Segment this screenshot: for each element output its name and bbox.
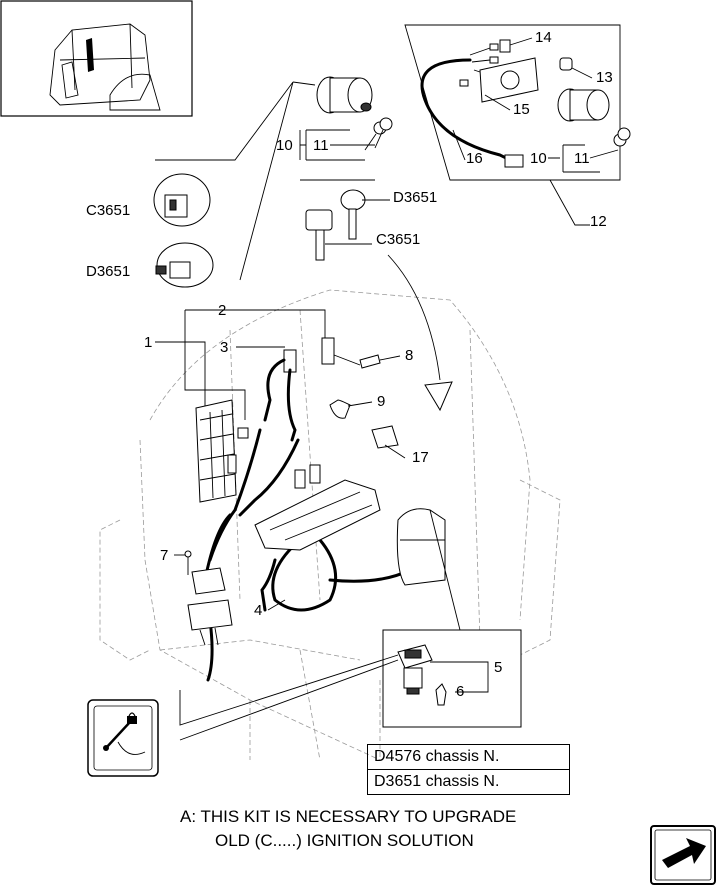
key-pair-top bbox=[364, 117, 393, 151]
key-c3651: C3651 bbox=[305, 209, 420, 261]
chassis-table: D4576 chassis N. D3651 chassis N. bbox=[367, 744, 570, 795]
callout-8: 8 bbox=[405, 347, 413, 364]
key-d3651: D3651 bbox=[340, 189, 437, 240]
switch-d3651: D3651 bbox=[86, 242, 214, 288]
callout-10-top: 10 bbox=[276, 137, 293, 154]
callout-2: 2 bbox=[218, 302, 226, 319]
bulb-8: 8 bbox=[359, 347, 413, 369]
label-d3651-switch: D3651 bbox=[86, 263, 130, 280]
callout-14: 14 bbox=[535, 29, 552, 46]
callout-6: 6 bbox=[456, 683, 464, 700]
callout-3: 3 bbox=[220, 339, 228, 356]
padlock-key-symbol-icon bbox=[103, 712, 146, 755]
callout-5: 5 bbox=[494, 659, 502, 676]
callout-10-11-top: 10 11 bbox=[276, 129, 375, 161]
label-d3651-key: D3651 bbox=[393, 189, 437, 206]
chassis-row-d4576: D4576 chassis N. bbox=[367, 744, 570, 770]
label-c3651-switch: C3651 bbox=[86, 202, 130, 219]
clip-9: 9 bbox=[329, 393, 385, 419]
connector-strip-2 bbox=[321, 337, 361, 366]
switch-module bbox=[187, 567, 233, 646]
tractor-thumbnail-box bbox=[0, 0, 193, 117]
note-line-1: A: THIS KIT IS NECESSARY TO UPGRADE bbox=[180, 807, 517, 826]
callout-4: 4 bbox=[254, 602, 262, 619]
callout-15: 15 bbox=[513, 101, 530, 118]
washer-tank bbox=[396, 508, 461, 631]
padlock-symbol-box bbox=[87, 699, 159, 777]
callout-17: 17 bbox=[412, 449, 429, 466]
fuse-box-1 bbox=[195, 399, 249, 503]
callout-9: 9 bbox=[377, 393, 385, 410]
callout-7: 7 bbox=[160, 547, 168, 564]
label-c3651-key: C3651 bbox=[376, 231, 420, 248]
clip-17: 17 bbox=[371, 425, 429, 466]
next-page-arrow-icon[interactable] bbox=[650, 825, 716, 885]
switch-c3651: C3651 bbox=[86, 173, 211, 227]
wiring-harness-4: 4 bbox=[203, 428, 412, 682]
upgrade-note: A: THIS KIT IS NECESSARY TO UPGRADE OLD … bbox=[180, 805, 600, 853]
callout-1: 1 bbox=[144, 334, 152, 351]
tractor-cab-thumbnail-icon bbox=[49, 23, 161, 111]
callout-11-top: 11 bbox=[313, 137, 329, 154]
connector-strip-3 bbox=[263, 349, 297, 442]
callout-11-kit: 11 bbox=[574, 150, 590, 167]
screw-7: 7 bbox=[160, 547, 192, 575]
kit-box-12: 14 13 15 16 10 11 12 bbox=[404, 24, 631, 230]
callout-10-kit: 10 bbox=[530, 150, 547, 167]
detail-box-5-6: 5 6 bbox=[382, 629, 522, 728]
dashboard bbox=[254, 464, 381, 551]
callout-13: 13 bbox=[596, 69, 613, 86]
ignition-switch-top bbox=[292, 76, 373, 114]
note-line-2: OLD (C.....) IGNITION SOLUTION bbox=[215, 831, 474, 850]
callout-16: 16 bbox=[466, 150, 483, 167]
chassis-row-d3651: D3651 chassis N. bbox=[367, 769, 570, 795]
callout-12: 12 bbox=[590, 213, 607, 230]
